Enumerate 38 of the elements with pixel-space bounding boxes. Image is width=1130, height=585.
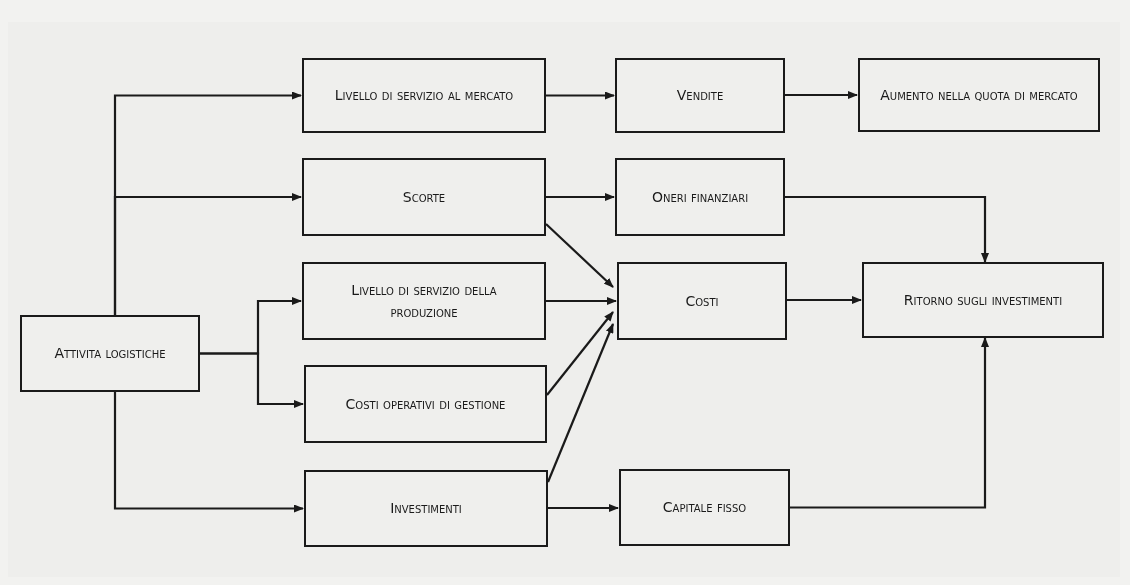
arrow: [790, 337, 989, 509]
process-box: [615, 58, 785, 133]
arrow: [785, 91, 858, 99]
arrow: [545, 223, 614, 288]
box-label: Costi: [685, 291, 719, 311]
process-box: [302, 58, 546, 133]
box-label: Vendite: [676, 86, 724, 106]
arrow: [546, 193, 615, 201]
process-box: [304, 470, 548, 547]
arrow: [546, 311, 614, 396]
box-label: Ritorno sugli investimenti: [903, 290, 1063, 310]
box-label: Capitale fisso: [662, 498, 747, 518]
process-box: [617, 262, 787, 340]
box-label: Costi operativi di gestione: [345, 394, 506, 414]
box-label: Attivita logistiche: [54, 344, 166, 364]
arrow: [113, 193, 302, 315]
arrow: [785, 195, 989, 263]
process-box: [302, 262, 546, 340]
process-box: [20, 315, 200, 392]
box-label: Scorte: [402, 187, 446, 207]
process-box: [304, 365, 547, 443]
box-label: Investimenti: [390, 499, 462, 519]
arrow: [113, 392, 304, 513]
arrow: [547, 323, 614, 483]
box-label: Aumento nella quota di mercato: [880, 85, 1078, 105]
arrow: [787, 296, 862, 304]
arrow: [546, 91, 615, 100]
process-box: [619, 469, 790, 546]
arrow: [546, 297, 617, 305]
box-label: Livello di servizio della produzione: [350, 280, 498, 322]
process-box: [615, 158, 785, 236]
process-box: [302, 158, 546, 236]
arrow: [200, 352, 304, 408]
process-box: [858, 58, 1100, 132]
box-label: Oneri finanziari: [651, 187, 749, 207]
process-box: [862, 262, 1104, 338]
arrow: [548, 504, 619, 512]
box-label: Livello di servizio al mercato: [334, 86, 514, 106]
